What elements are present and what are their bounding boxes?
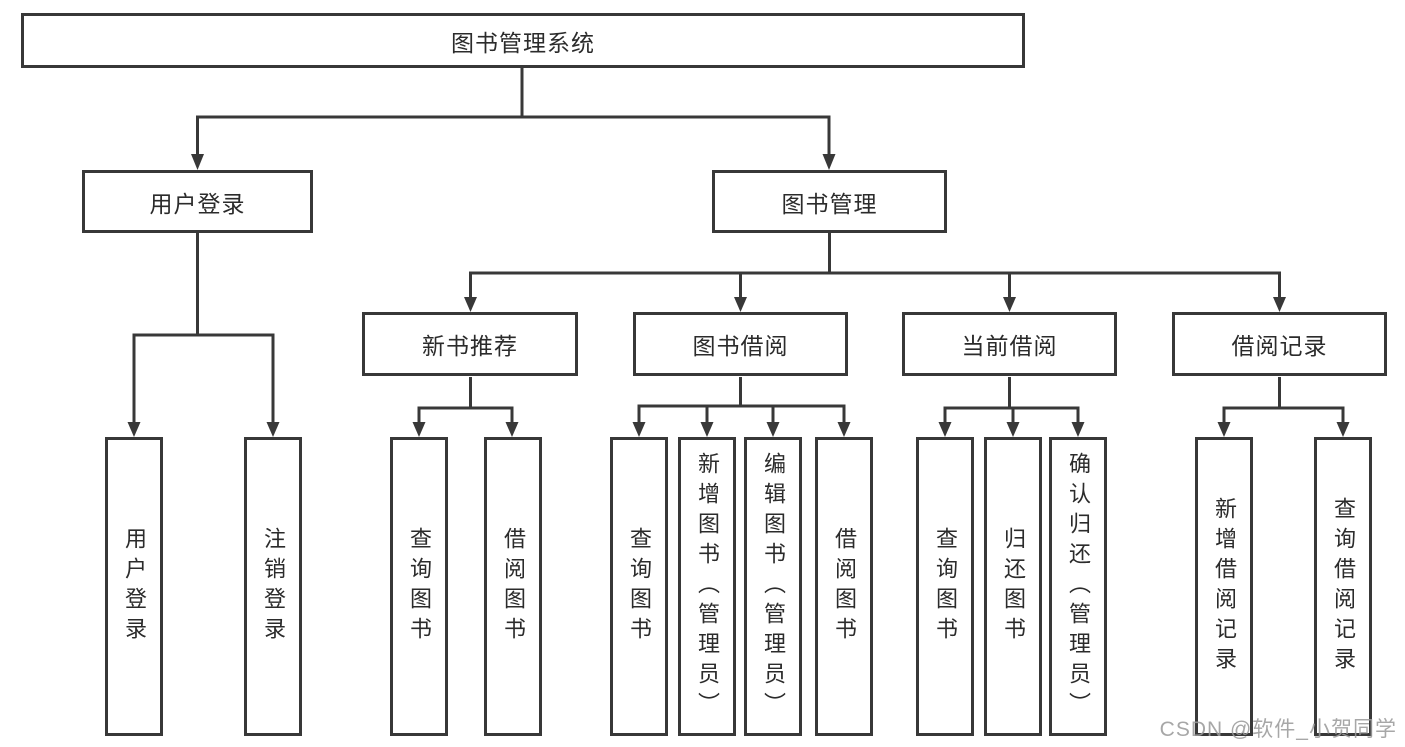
leaf-add-book-admin: 新增图书（管理员） <box>678 437 736 736</box>
node-label: 图书管理系统 <box>451 29 595 56</box>
node-user-login: 用户登录 <box>82 170 313 233</box>
node-label: 新书推荐 <box>422 333 518 359</box>
node-label: 新增图书（管理员） <box>695 451 720 722</box>
csdn-watermark: CSDN @软件_小贺同学 <box>1159 718 1397 741</box>
leaf-add-borrow-record: 新增借阅记录 <box>1195 437 1253 736</box>
leaf-borrow-book: 借阅图书 <box>815 437 873 736</box>
leaf-borrow-books-recommend: 借阅图书 <box>484 437 542 736</box>
node-label: 用户登录 <box>122 526 147 647</box>
node-label: 借阅记录 <box>1231 333 1328 359</box>
node-label: 查询图书 <box>627 526 652 647</box>
leaf-user-login: 用户登录 <box>105 437 163 736</box>
node-label: 新增借阅记录 <box>1212 496 1237 677</box>
leaf-query-books-recommend: 查询图书 <box>390 437 448 736</box>
node-label: 编辑图书（管理员） <box>761 451 786 722</box>
node-label: 借阅图书 <box>832 526 857 647</box>
node-label: 图书借阅 <box>692 333 789 359</box>
node-label: 确认归还（管理员） <box>1066 451 1091 722</box>
node-book-borrow: 图书借阅 <box>633 312 848 376</box>
leaf-query-books-current: 查询图书 <box>916 437 974 736</box>
node-label: 图书管理 <box>781 190 878 217</box>
leaf-logout: 注销登录 <box>244 437 302 736</box>
leaf-query-borrow-record: 查询借阅记录 <box>1314 437 1372 736</box>
node-root-library-system: 图书管理系统 <box>21 13 1025 68</box>
leaf-edit-book-admin: 编辑图书（管理员） <box>744 437 802 736</box>
node-label: 当前借阅 <box>961 333 1058 359</box>
leaf-confirm-return-admin: 确认归还（管理员） <box>1049 437 1107 736</box>
node-label: 归还图书 <box>1001 526 1026 647</box>
node-label: 查询借阅记录 <box>1331 496 1356 677</box>
node-label: 用户登录 <box>149 190 246 217</box>
leaf-return-book: 归还图书 <box>984 437 1042 736</box>
node-label: 查询图书 <box>933 526 958 647</box>
node-borrow-records: 借阅记录 <box>1172 312 1387 376</box>
node-new-book-recommend: 新书推荐 <box>362 312 578 376</box>
node-current-borrow: 当前借阅 <box>902 312 1117 376</box>
node-book-management: 图书管理 <box>712 170 947 233</box>
node-label: 注销登录 <box>261 526 286 647</box>
node-label: 借阅图书 <box>501 526 526 647</box>
node-label: 查询图书 <box>407 526 432 647</box>
leaf-query-books-borrow: 查询图书 <box>610 437 668 736</box>
